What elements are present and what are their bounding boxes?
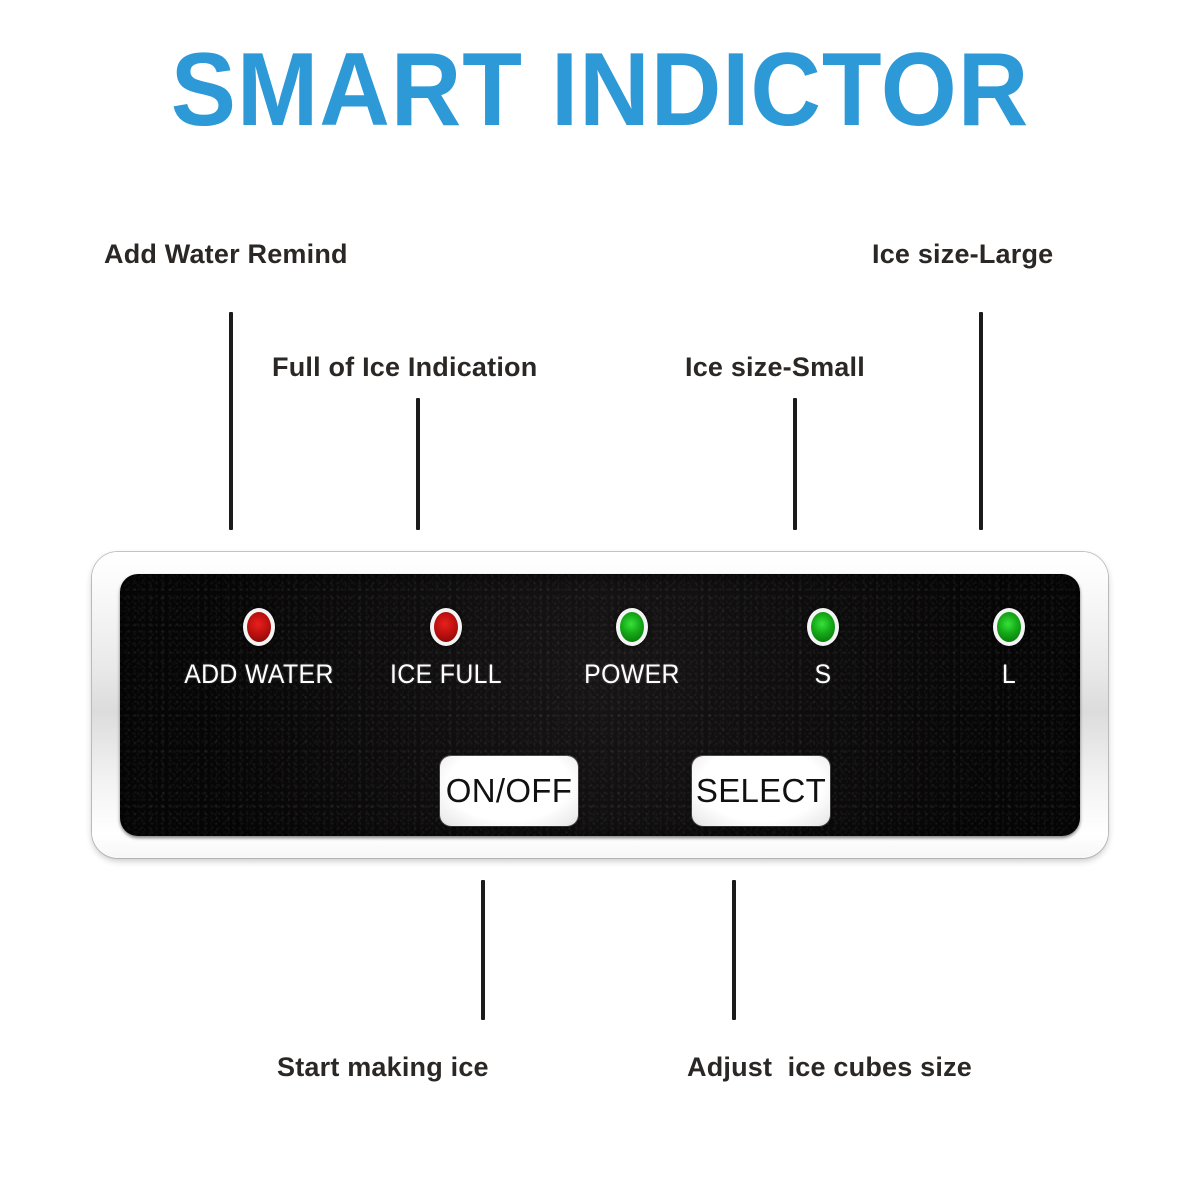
- indicator-label-add-water: ADD WATER: [184, 659, 334, 689]
- control-panel-face: ADD WATER ICE FULL POWER S L: [120, 574, 1080, 836]
- callout-ice-size-large: Ice size-Large: [872, 239, 1054, 269]
- indicator-power: POWER: [532, 608, 732, 688]
- leader-line-ice-size-small: [793, 398, 797, 530]
- indicator-label-size-small: S: [814, 659, 832, 689]
- leader-line-adjust-ice-cubes-size: [732, 880, 736, 1020]
- led-power-icon: [616, 608, 648, 646]
- leader-line-full-of-ice-indication: [416, 398, 420, 530]
- callout-add-water-remind: Add Water Remind: [104, 239, 348, 269]
- callout-start-making-ice: Start making ice: [277, 1052, 489, 1082]
- leader-line-add-water-remind: [229, 312, 233, 530]
- callout-full-of-ice-indication: Full of Ice Indication: [272, 352, 538, 382]
- control-panel-bezel: ADD WATER ICE FULL POWER S L: [92, 552, 1108, 858]
- indicator-add-water: ADD WATER: [159, 608, 359, 688]
- indicator-size-small: S: [723, 608, 923, 688]
- on-off-button[interactable]: ON/OFF: [440, 756, 578, 826]
- callout-ice-size-small: Ice size-Small: [685, 352, 865, 382]
- indicator-ice-full: ICE FULL: [346, 608, 546, 688]
- callout-adjust-ice-cubes-size: Adjust ice cubes size: [687, 1052, 972, 1082]
- page-title: SMART INDICTOR: [170, 32, 1030, 148]
- led-size-small-icon: [807, 608, 839, 646]
- indicator-label-ice-full: ICE FULL: [389, 659, 502, 689]
- indicator-label-power: POWER: [584, 659, 680, 689]
- leader-line-start-making-ice: [481, 880, 485, 1020]
- led-size-large-icon: [993, 608, 1025, 646]
- leader-line-ice-size-large: [979, 312, 983, 530]
- indicator-label-size-large: L: [1001, 659, 1017, 689]
- led-ice-full-icon: [430, 608, 462, 646]
- select-button[interactable]: SELECT: [692, 756, 830, 826]
- led-add-water-icon: [243, 608, 275, 646]
- indicator-size-large: L: [909, 608, 1080, 688]
